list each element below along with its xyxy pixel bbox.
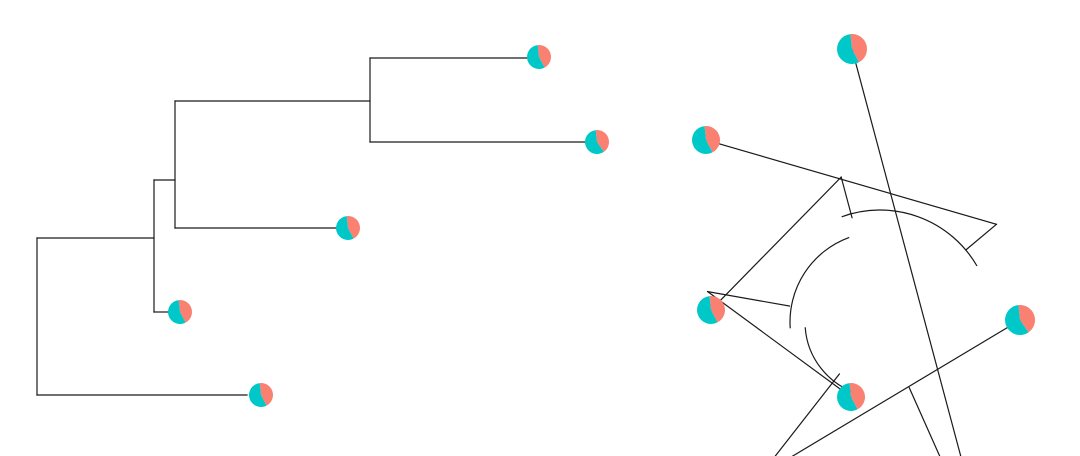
branch-spoke-5 [964, 223, 998, 251]
tip-pie-rect-t1 [527, 44, 552, 69]
tip-pie-rect-t5-slice-1 [259, 383, 273, 406]
branch-terminal-5 [705, 139, 998, 226]
circular-cladogram-panel [691, 33, 1035, 456]
tip-pie-rect-t1-slice-2 [527, 45, 545, 69]
branch-terminal-2 [791, 319, 1021, 456]
tip-pie-rect-t2 [585, 130, 609, 154]
tip-pie-circ-t1 [837, 33, 868, 65]
tip-pie-rect-t2-slice-1 [595, 130, 609, 152]
tip-pie-circ-t1-slice-2 [837, 34, 859, 65]
circular-branch-lines [705, 48, 1021, 456]
branch-arc-3 [841, 209, 978, 267]
tip-pie-rect-t4-slice-2 [168, 300, 186, 324]
branch-arc-2 [789, 236, 850, 329]
tip-pie-circ-t3-slice-1 [849, 383, 866, 410]
tip-pie-circ-t4-slice-2 [697, 296, 718, 324]
rectangular-branch-lines [36, 57, 587, 396]
branch-terminal-1 [851, 48, 962, 456]
tip-pie-circ-t2 [1005, 305, 1035, 336]
tip-pie-rect-t3-slice-1 [346, 216, 360, 239]
tip-pie-rect-t3 [336, 216, 360, 240]
tip-pie-rect-t4-slice-1 [178, 299, 193, 323]
tip-pie-circ-t3 [837, 383, 866, 411]
tip-pie-circ-t2-slice-1 [1018, 305, 1035, 333]
branch-terminal-4 [710, 176, 843, 311]
tip-pie-rect-t1-slice-1 [537, 44, 552, 68]
branch-spoke-1 [908, 386, 941, 456]
tip-pie-rect-t3-slice-2 [336, 216, 354, 240]
tip-pie-rect-t4 [168, 299, 193, 324]
branch-spoke-2 [774, 373, 841, 456]
branch-terminal-3 [706, 290, 852, 398]
tip-pie-rect-t2-slice-2 [585, 130, 604, 154]
tip-pie-circ-t1-slice-1 [850, 33, 868, 63]
tip-pie-rect-t5-slice-2 [249, 383, 267, 408]
branch-spoke-4 [840, 176, 853, 219]
tip-pie-circ-t4 [697, 296, 726, 324]
rectangular-tip-nodes [168, 44, 609, 408]
branch-spoke-3 [706, 290, 791, 307]
tip-pie-circ-t3-slice-2 [837, 383, 858, 411]
tip-pie-circ-t5-slice-2 [691, 126, 713, 154]
rectangular-cladogram-panel [36, 44, 609, 408]
tip-pie-circ-t2-slice-2 [1005, 305, 1029, 336]
tip-pie-circ-t5-slice-1 [704, 126, 720, 153]
circular-tip-nodes [691, 33, 1035, 411]
tip-pie-circ-t5 [691, 126, 720, 154]
tip-pie-rect-t5 [249, 383, 273, 408]
tip-pie-circ-t4-slice-1 [709, 296, 726, 323]
